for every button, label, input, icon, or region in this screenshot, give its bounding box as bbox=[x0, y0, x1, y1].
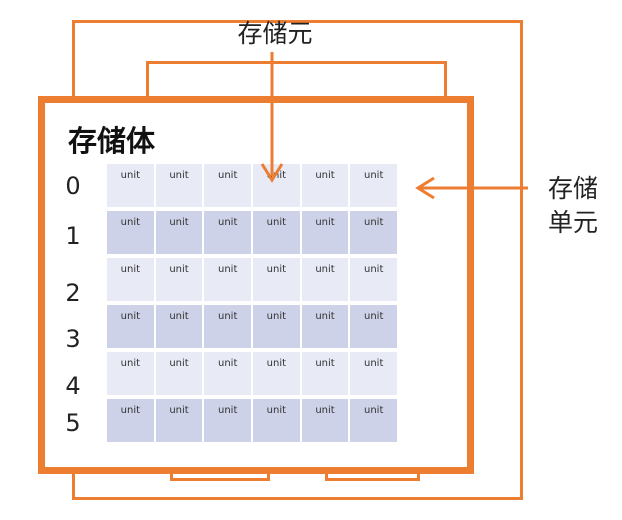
grid-cell: unit bbox=[301, 399, 349, 442]
arrow-left-head bbox=[415, 176, 435, 200]
grid-cell: unit bbox=[107, 352, 154, 395]
grid-cell: unit bbox=[253, 399, 300, 442]
grid-cell: unit bbox=[350, 211, 398, 254]
grid-cell: unit bbox=[253, 305, 300, 348]
grid-cell: unit bbox=[204, 352, 252, 395]
row-label: 0 bbox=[65, 172, 81, 200]
grid-cell: unit bbox=[253, 258, 300, 301]
grid-cell: unit bbox=[107, 164, 154, 207]
grid-cell: unit bbox=[204, 211, 252, 254]
grid-cell: unit bbox=[301, 258, 349, 301]
storage-unit-label: 存储 单元 bbox=[538, 172, 608, 240]
grid-cell: unit bbox=[155, 305, 203, 348]
grid-cell: unit bbox=[350, 164, 398, 207]
grid-cell: unit bbox=[204, 164, 252, 207]
back-frame bbox=[146, 61, 447, 121]
grid-cell: unit bbox=[204, 305, 252, 348]
memory-bank-title: 存储体 bbox=[68, 124, 156, 158]
grid-cell: unit bbox=[204, 399, 252, 442]
grid-cell: unit bbox=[253, 211, 300, 254]
grid-cell: unit bbox=[107, 211, 154, 254]
grid-cell: unit bbox=[253, 352, 300, 395]
row-label: 3 bbox=[65, 325, 81, 353]
grid-cell: unit bbox=[155, 164, 203, 207]
grid-cell: unit bbox=[155, 258, 203, 301]
grid-cell: unit bbox=[107, 305, 154, 348]
grid-cell: unit bbox=[350, 352, 398, 395]
row-label: 1 bbox=[65, 222, 81, 250]
grid-cell: unit bbox=[350, 305, 398, 348]
storage-unit-label-line2: 单元 bbox=[547, 208, 598, 237]
grid-cell: unit bbox=[204, 258, 252, 301]
storage-unit-label-line1: 存储 bbox=[547, 174, 598, 203]
grid-cell: unit bbox=[301, 305, 349, 348]
grid-cell: unit bbox=[301, 164, 349, 207]
grid-cell: unit bbox=[155, 399, 203, 442]
row-label: 2 bbox=[65, 279, 81, 307]
grid-cell: unit bbox=[155, 211, 203, 254]
grid-cell: unit bbox=[107, 258, 154, 301]
arrow-down-head bbox=[260, 163, 284, 183]
grid-cell: unit bbox=[350, 258, 398, 301]
storage-element-label: 存储元 bbox=[237, 19, 313, 48]
grid-cell: unit bbox=[155, 352, 203, 395]
grid-cell: unit bbox=[107, 399, 154, 442]
grid-cell: unit bbox=[301, 352, 349, 395]
row-label: 5 bbox=[65, 409, 81, 437]
grid-cell: unit bbox=[350, 399, 398, 442]
row-label: 4 bbox=[65, 372, 81, 400]
grid-cell: unit bbox=[301, 211, 349, 254]
